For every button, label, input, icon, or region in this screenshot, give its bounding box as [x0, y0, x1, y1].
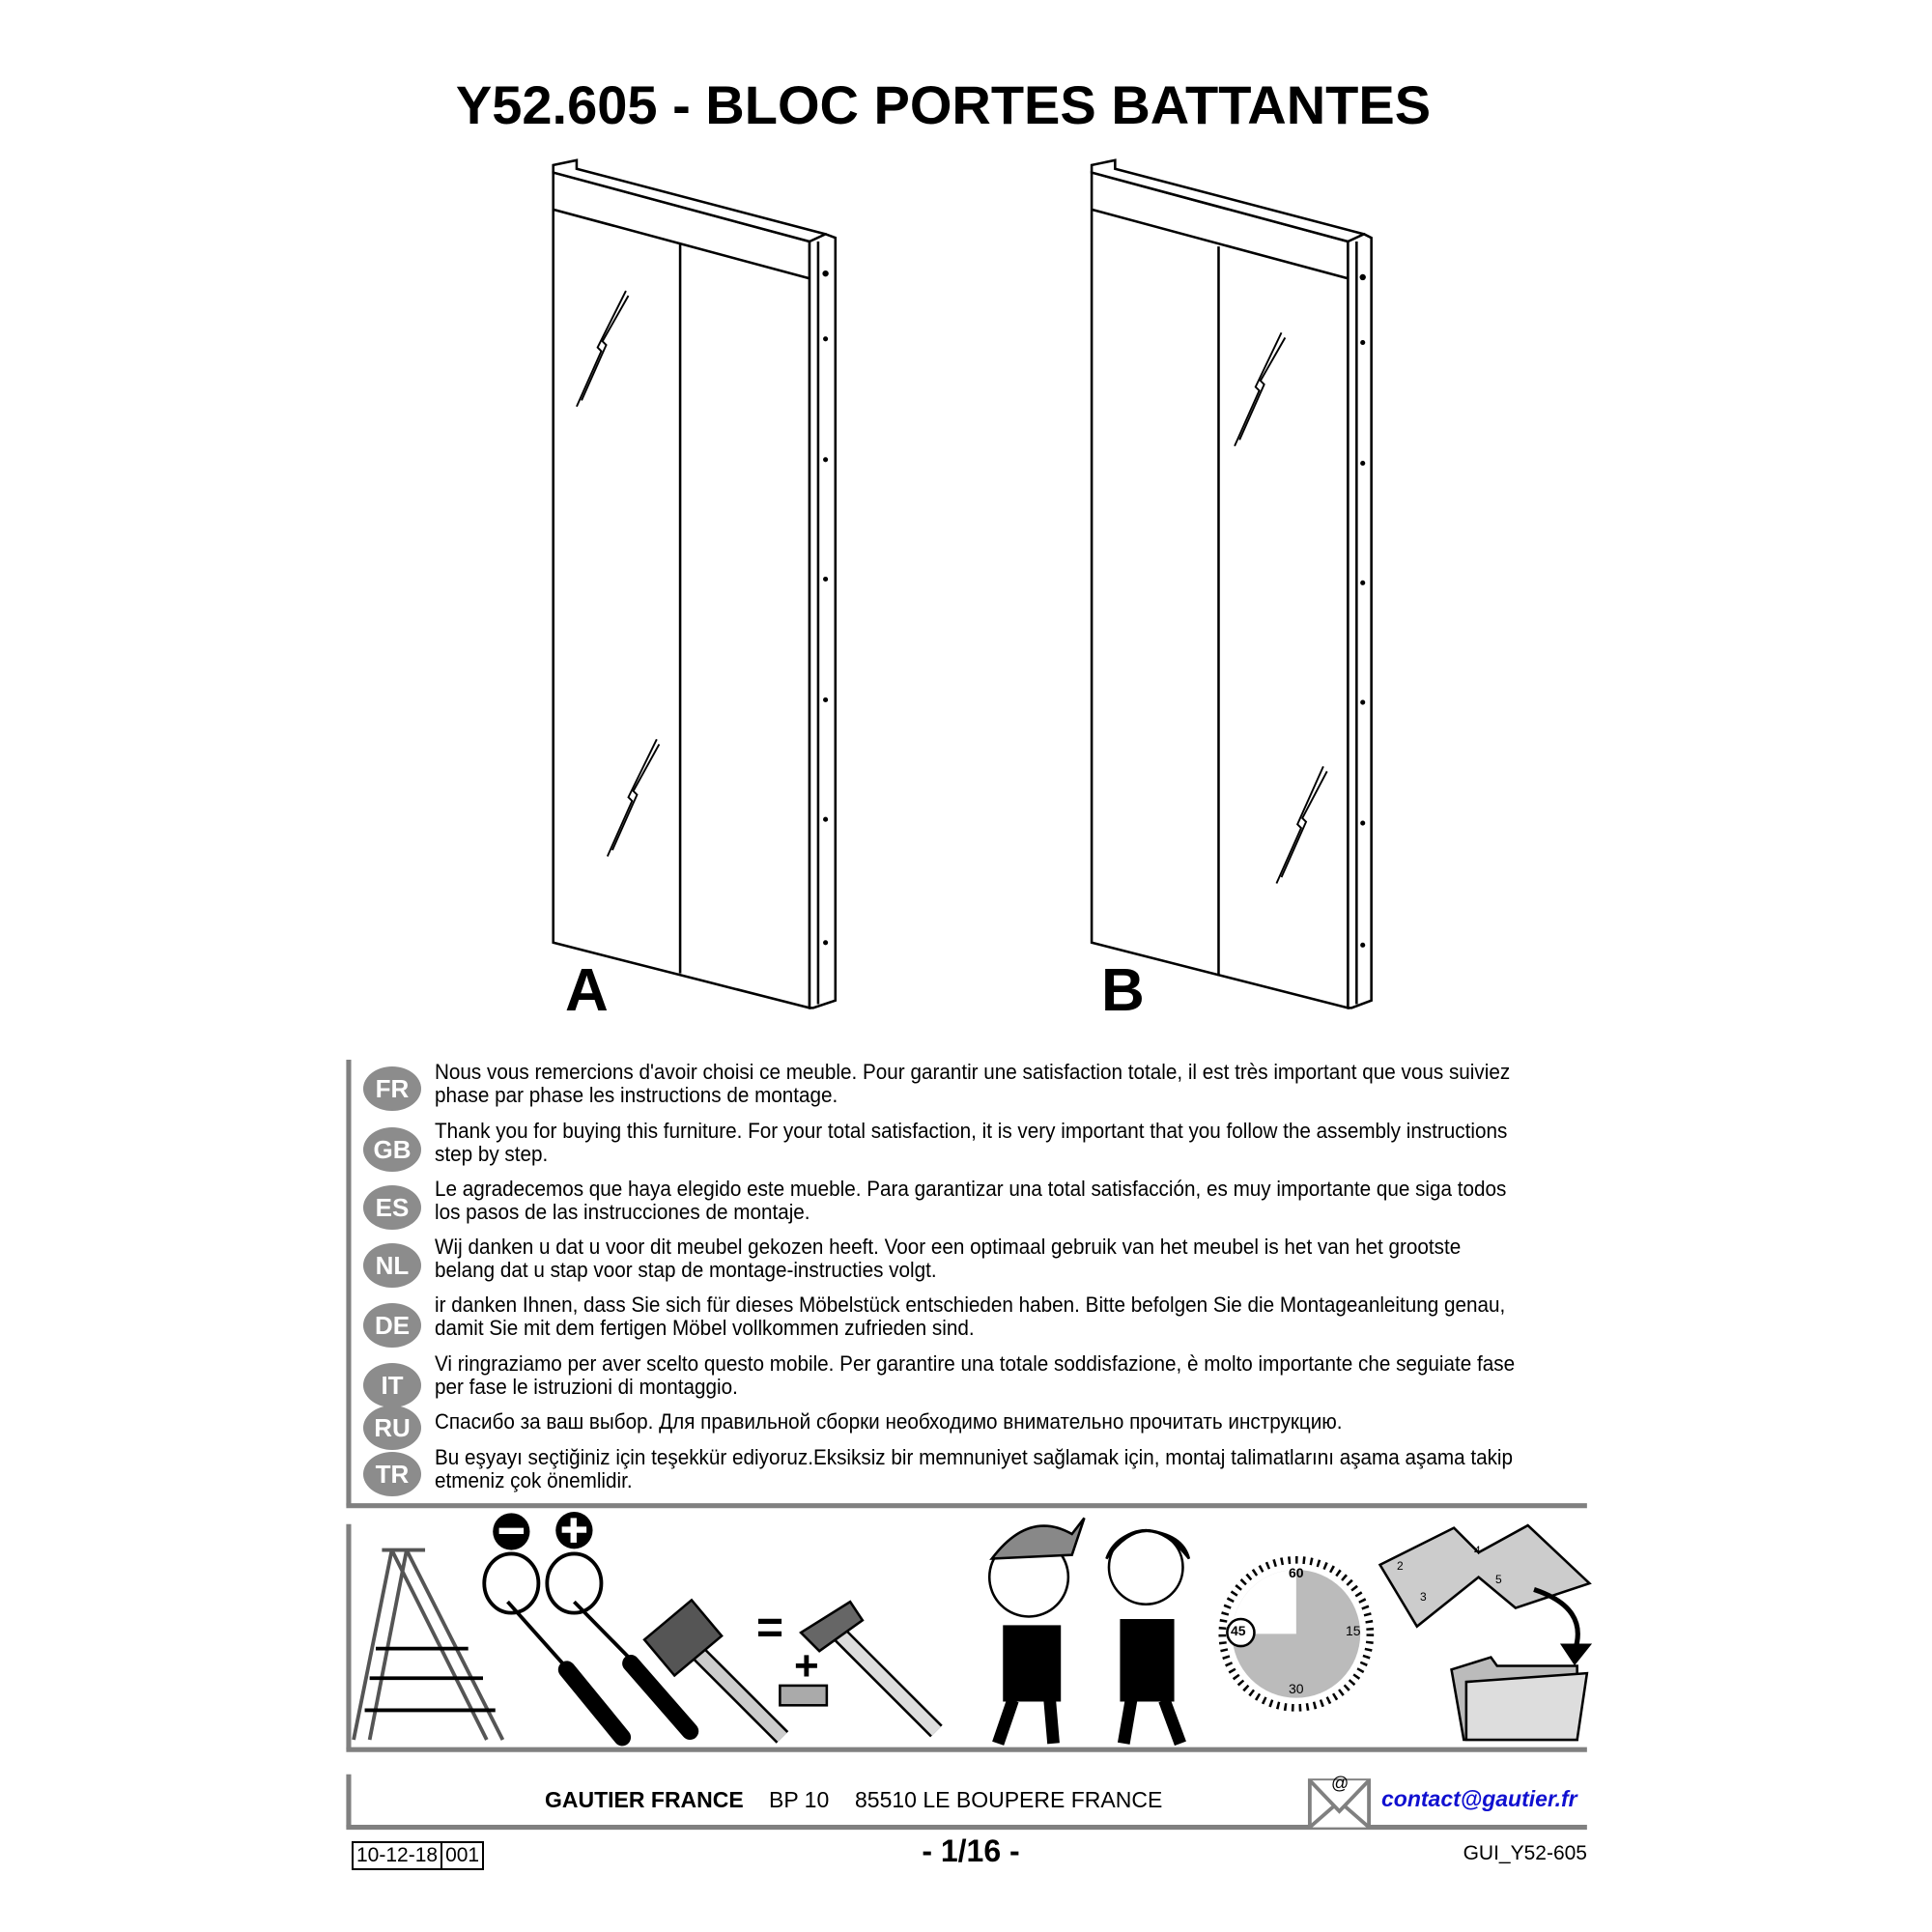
lang-badge: GB: [363, 1127, 421, 1172]
clock-mark-15: 15: [1346, 1623, 1361, 1638]
lang-text: Спасибо за ваш выбор. Для правильной сбо…: [435, 1409, 1343, 1434]
lang-badge: IT: [363, 1363, 421, 1407]
folder-icon: [1450, 1656, 1589, 1742]
lang-text: Le agradecemos que haya elegido este mue…: [435, 1177, 1507, 1224]
variant-label-a: A: [565, 957, 609, 1024]
page-number: - 1/16 -: [922, 1833, 1020, 1868]
door-a-drawing: [552, 158, 838, 1010]
lang-text: Bu eşyayı seçtiğiniz için teşekkür ediyo…: [435, 1445, 1514, 1492]
revision-date: 10-12-18: [356, 1844, 439, 1866]
door-b-drawing: [1090, 158, 1373, 1010]
variant-label-b: B: [1101, 957, 1145, 1024]
clock-mark-60: 60: [1289, 1565, 1304, 1580]
company-name: GAUTIER FRANCE: [545, 1787, 744, 1812]
lang-text: Nous vous remercions d'avoir choisi ce m…: [435, 1060, 1511, 1107]
company-address: 85510 LE BOUPERE FRANCE: [855, 1787, 1163, 1812]
revision-number: 001: [440, 1843, 482, 1868]
anvil-plus-symbol: +: [794, 1642, 819, 1690]
postal-box: BP 10: [769, 1787, 830, 1812]
lang-badge: ES: [363, 1185, 421, 1230]
revision-box: 10-12-18 001: [352, 1841, 485, 1870]
email-envelope-icon: [1307, 1778, 1372, 1830]
assembly-people-icon: [987, 1517, 1191, 1747]
instruction-book-icon: [1378, 1523, 1593, 1666]
lang-badge: NL: [363, 1243, 421, 1288]
lang-text: Wij danken u dat u voor dit meubel gekoz…: [435, 1235, 1462, 1282]
book-page-3: 3: [1420, 1590, 1427, 1604]
at-symbol: @: [1331, 1774, 1350, 1793]
phillips-screwdriver-icon: [545, 1512, 699, 1741]
lang-text: Vi ringraziamo per aver scelto questo mo…: [435, 1351, 1516, 1399]
plus-symbol: +: [565, 1509, 566, 1510]
document-code: GUI_Y52-605: [1463, 1842, 1587, 1864]
hammer-icon: [779, 1600, 943, 1738]
ladder-icon: [352, 1548, 505, 1741]
book-page-5: 5: [1495, 1573, 1502, 1586]
clock-mark-30: 30: [1289, 1681, 1304, 1696]
section-rules: [346, 1059, 1587, 1831]
lang-text: ir danken Ihnen, dass Sie sich für diese…: [435, 1293, 1506, 1340]
lang-badge: RU: [363, 1406, 421, 1450]
lang-badge: FR: [363, 1066, 421, 1111]
clock-mark-45: 45: [1231, 1623, 1246, 1638]
mallet-icon: [642, 1598, 789, 1744]
document-title: Y52.605 - BLOC PORTES BATTANTES: [455, 74, 1432, 135]
lang-badge: TR: [363, 1452, 421, 1496]
flat-screwdriver-icon: [482, 1513, 632, 1747]
book-page-4: 4: [1474, 1544, 1481, 1557]
lang-badge: DE: [363, 1303, 421, 1348]
book-page-2: 2: [1397, 1559, 1404, 1573]
contact-email-link[interactable]: contact@gautier.fr: [1381, 1786, 1577, 1811]
clock-icon: [1218, 1555, 1375, 1712]
equals-symbol: =: [756, 1603, 784, 1654]
minus-symbol: −: [502, 1509, 503, 1510]
lang-text: Thank you for buying this furniture. For…: [435, 1119, 1508, 1166]
